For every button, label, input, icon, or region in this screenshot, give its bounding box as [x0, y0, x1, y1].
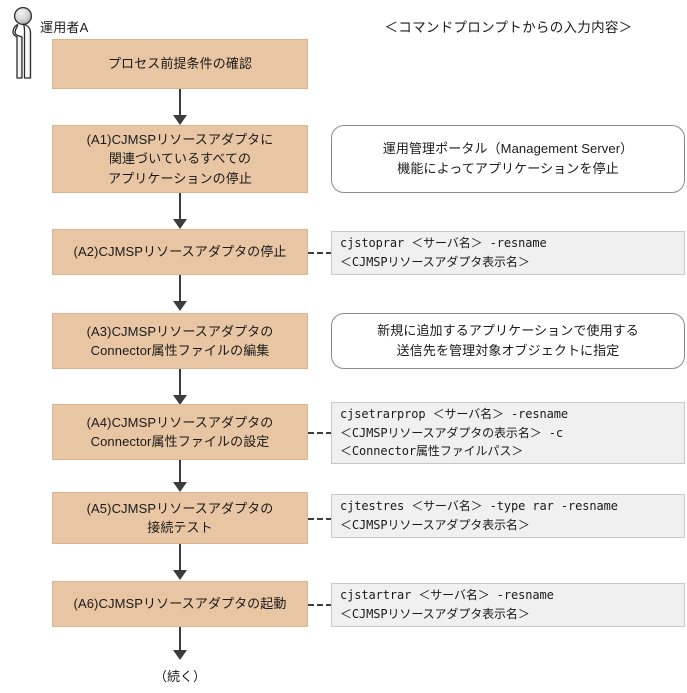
connector-a6-to-end	[179, 627, 181, 654]
process-box-a2[interactable]: (A2)CJMSPリソースアダプタの停止	[52, 229, 308, 275]
dashed-connector-a6	[308, 604, 332, 606]
process-box-start-label: プロセス前提条件の確認	[107, 56, 253, 72]
arrowhead-a6-to-end	[173, 650, 187, 660]
command-box-a4-text: cjsetrarprop ＜サーバ名＞ -resname ＜CJMSPリソースア…	[340, 407, 569, 459]
dashed-connector-a2	[308, 252, 332, 254]
command-box-a2: cjstoprar ＜サーバ名＞ -resname ＜CJMSPリソースアダプタ…	[331, 231, 685, 275]
arrowhead-a2-to-a3	[173, 301, 187, 311]
process-box-a4-label: (A4)CJMSPリソースアダプタの Connector属性ファイルの設定	[86, 414, 274, 450]
command-box-a4: cjsetrarprop ＜サーバ名＞ -resname ＜CJMSPリソースア…	[331, 402, 685, 464]
process-box-a3-label: (A3)CJMSPリソースアダプタの Connector属性ファイルの編集	[86, 323, 274, 359]
process-box-a5-label: (A5)CJMSPリソースアダプタの 接続テスト	[86, 500, 274, 536]
dashed-connector-a5	[308, 518, 332, 520]
connector-a3-to-a4	[179, 369, 181, 399]
dashed-connector-a4	[308, 432, 332, 434]
process-box-a4[interactable]: (A4)CJMSPリソースアダプタの Connector属性ファイルの設定	[52, 404, 308, 460]
end-label: （続く）	[153, 669, 206, 684]
process-box-a3[interactable]: (A3)CJMSPリソースアダプタの Connector属性ファイルの編集	[52, 313, 308, 369]
arrowhead-a1-to-a2	[173, 219, 187, 229]
note-box-a3-text: 新規に追加するアプリケーションで使用する 送信先を管理対象オブジェクトに指定	[377, 322, 639, 358]
process-box-a1-label: (A1)CJMSPリソースアダプタに 関連づいているすべての アプリケーションの…	[86, 131, 274, 186]
note-box-a1-text: 運用管理ポータル（Management Server） 機能によってアプリケーシ…	[382, 140, 634, 176]
process-box-a6[interactable]: (A6)CJMSPリソースアダプタの起動	[52, 581, 308, 627]
command-prompt-column-heading: ＜コマンドプロンプトからの入力内容＞	[384, 20, 633, 35]
process-box-a6-label: (A6)CJMSPリソースアダプタの起動	[73, 596, 287, 612]
command-box-a6-text: cjstartrar ＜サーバ名＞ -resname ＜CJMSPリソースアダプ…	[340, 588, 554, 621]
process-box-a2-label: (A2)CJMSPリソースアダプタの停止	[73, 244, 287, 260]
arrowhead-a4-to-a5	[173, 482, 187, 492]
arrowhead-start-to-a1	[173, 115, 187, 125]
connector-start-to-a1	[179, 89, 181, 119]
process-box-start[interactable]: プロセス前提条件の確認	[52, 39, 308, 89]
process-box-a5[interactable]: (A5)CJMSPリソースアダプタの 接続テスト	[52, 492, 308, 544]
person-icon	[4, 6, 44, 86]
command-box-a5-text: cjtestres ＜サーバ名＞ -type rar -resname ＜CJM…	[340, 499, 618, 532]
actor-label: 運用者A	[40, 20, 89, 35]
connector-a1-to-a2	[179, 193, 181, 223]
command-box-a6: cjstartrar ＜サーバ名＞ -resname ＜CJMSPリソースアダプ…	[331, 583, 685, 627]
arrowhead-a5-to-a6	[173, 570, 187, 580]
arrowhead-a3-to-a4	[173, 395, 187, 405]
process-box-a1[interactable]: (A1)CJMSPリソースアダプタに 関連づいているすべての アプリケーションの…	[52, 125, 308, 193]
note-box-a1: 運用管理ポータル（Management Server） 機能によってアプリケーシ…	[331, 125, 685, 193]
connector-a5-to-a6	[179, 544, 181, 574]
note-box-a3: 新規に追加するアプリケーションで使用する 送信先を管理対象オブジェクトに指定	[331, 313, 685, 369]
connector-a4-to-a5	[179, 460, 181, 490]
command-box-a2-text: cjstoprar ＜サーバ名＞ -resname ＜CJMSPリソースアダプタ…	[340, 236, 547, 269]
command-box-a5: cjtestres ＜サーバ名＞ -type rar -resname ＜CJM…	[331, 494, 685, 538]
connector-a2-to-a3	[179, 275, 181, 305]
